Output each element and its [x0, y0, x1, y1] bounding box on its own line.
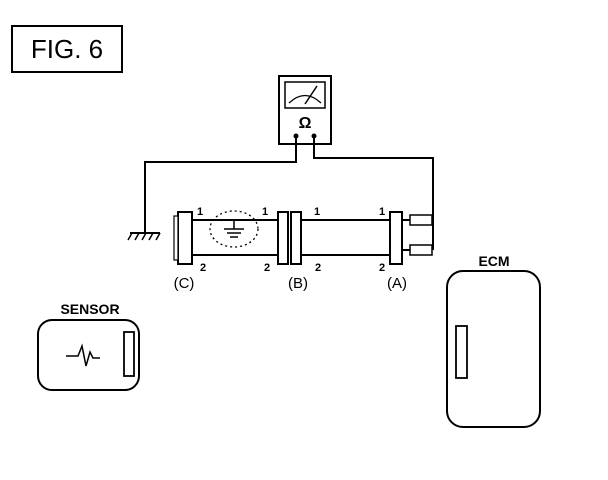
connector-b-pin1-right: 1 — [314, 206, 320, 218]
connector-c-pin1: 1 — [197, 206, 203, 218]
connector-a-pin2: 2 — [379, 262, 385, 274]
ohmmeter-icon: Ω — [278, 75, 332, 145]
figure-label: FIG. 6 — [31, 34, 103, 64]
harness-b-a — [301, 219, 390, 256]
connector-b-pin2-left: 2 — [264, 262, 270, 274]
harness-c-b — [192, 219, 278, 256]
connector-c — [173, 211, 193, 265]
meter-lead-left — [144, 138, 297, 232]
connector-b — [277, 211, 302, 265]
ecm-label: ECM — [478, 253, 509, 269]
connector-b-pin2-right: 2 — [315, 262, 321, 274]
meter-lead-right — [313, 138, 434, 250]
short-to-ground-marker — [209, 210, 259, 248]
connector-a-pin1: 1 — [379, 206, 385, 218]
sensor-label: SENSOR — [60, 301, 119, 317]
connector-b-label: (B) — [288, 275, 308, 292]
connector-a — [389, 211, 434, 265]
ohm-symbol: Ω — [299, 115, 312, 132]
connector-c-label: (C) — [174, 275, 195, 292]
connector-c-pin2: 2 — [200, 262, 206, 274]
waveform-icon — [66, 343, 100, 367]
ecm-unit — [446, 270, 541, 428]
figure-label-box: FIG. 6 — [11, 25, 123, 73]
connector-a-label: (A) — [387, 275, 407, 292]
ground-symbol-icon — [127, 232, 161, 241]
connector-b-pin1-left: 1 — [262, 206, 268, 218]
